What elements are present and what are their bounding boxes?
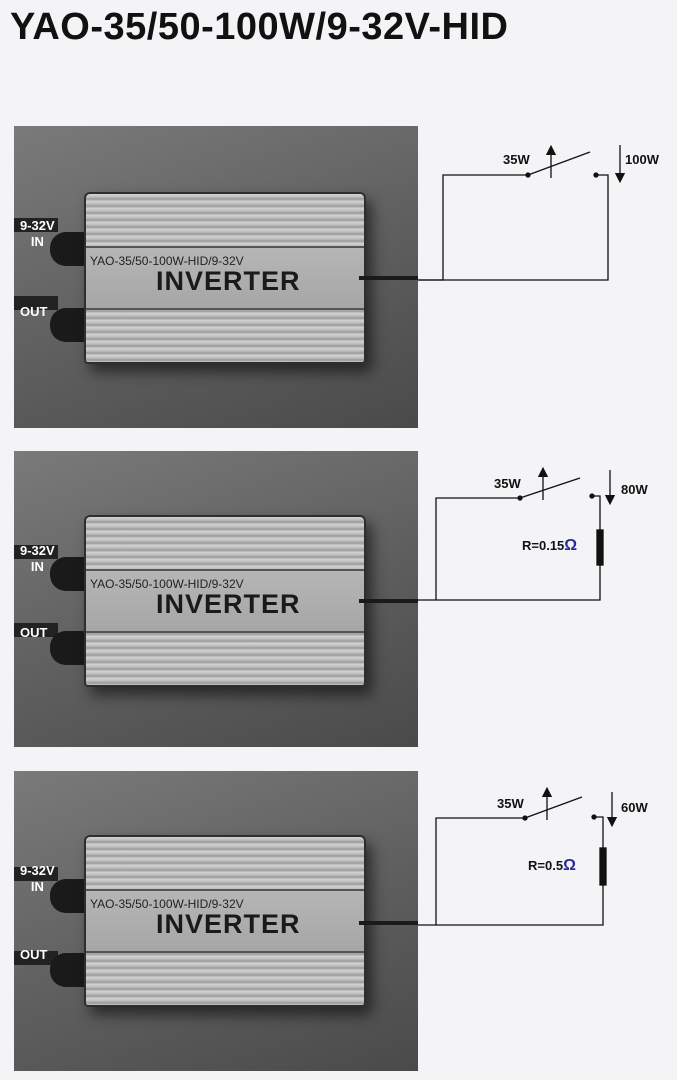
switch-low-label: 35W	[497, 796, 524, 811]
model-text: YAO-35/50-100W-HID/9-32V	[90, 897, 244, 911]
brand-text: INVERTER	[156, 589, 301, 619]
input-cable	[14, 218, 58, 232]
output-cable	[14, 623, 58, 637]
brand-text: INVERTER	[156, 909, 301, 939]
switch-cable	[359, 276, 418, 280]
label-panel: YAO-35/50-100W-HID/9-32V INVERTER	[86, 569, 364, 633]
switch-contact	[525, 172, 531, 178]
circuit-2	[418, 466, 616, 601]
switch-high-label: 80W	[621, 482, 648, 497]
input-cable	[14, 545, 58, 559]
output-cable	[14, 296, 58, 310]
model-text: YAO-35/50-100W-HID/9-32V	[90, 254, 244, 268]
page-title: YAO-35/50-100W/9-32V-HID	[10, 6, 509, 48]
inverter-housing: YAO-35/50-100W-HID/9-32V INVERTER	[84, 515, 366, 687]
switch-lever	[519, 477, 581, 499]
resistor-1	[596, 529, 604, 566]
switch-lever	[524, 796, 583, 819]
output-label: OUT	[20, 304, 48, 319]
resistor-label: R=0.5Ω	[528, 857, 576, 874]
resistor-2	[599, 847, 607, 886]
switch-lever	[527, 151, 591, 176]
switch-low-label: 35W	[494, 476, 521, 491]
switch-high-label: 60W	[621, 800, 648, 815]
switch-cable	[359, 921, 418, 925]
ohm-icon: Ω	[564, 537, 578, 554]
model-text: YAO-35/50-100W-HID/9-32V	[90, 577, 244, 591]
output-label: OUT	[20, 947, 48, 962]
resistor-label: R=0.15Ω	[522, 537, 578, 554]
output-label: OUT	[20, 625, 48, 640]
inverter-housing: YAO-35/50-100W-HID/9-32V INVERTER	[84, 192, 366, 364]
circuit-1	[418, 144, 626, 281]
inverter-housing: YAO-35/50-100W-HID/9-32V INVERTER	[84, 835, 366, 1007]
switch-contact	[593, 172, 599, 178]
circuit-3	[418, 786, 618, 926]
input-cable	[14, 867, 58, 881]
output-cable	[14, 951, 58, 965]
label-panel: YAO-35/50-100W-HID/9-32V INVERTER	[86, 246, 364, 310]
label-panel: YAO-35/50-100W-HID/9-32V INVERTER	[86, 889, 364, 953]
switch-cable	[359, 599, 418, 603]
brand-text: INVERTER	[156, 266, 301, 296]
switch-high-label: 100W	[625, 152, 659, 167]
ohm-icon: Ω	[563, 857, 576, 874]
switch-low-label: 35W	[503, 152, 530, 167]
